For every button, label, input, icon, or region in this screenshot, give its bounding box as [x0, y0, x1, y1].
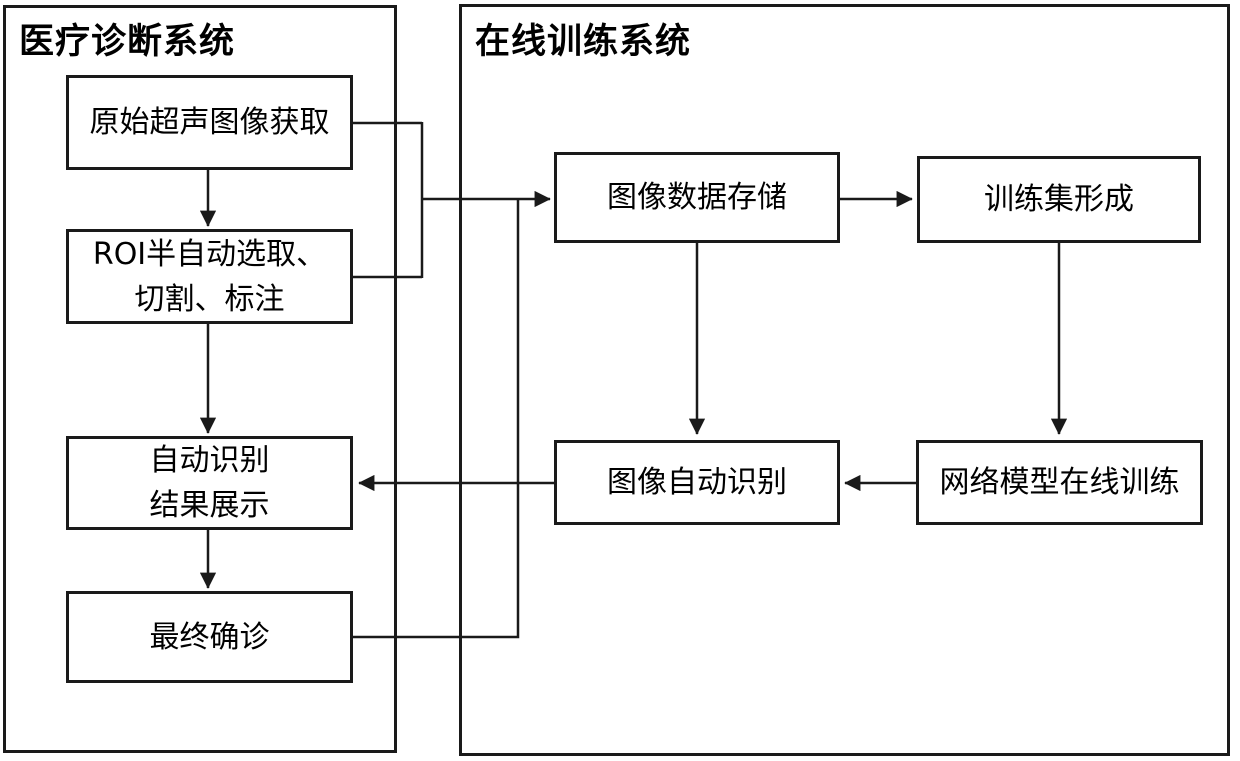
node-image-auto-recognition: 图像自动识别: [554, 440, 840, 525]
node-label-image-auto-recognition: 图像自动识别: [607, 465, 787, 500]
node-label-image-data-storage: 图像数据存储: [607, 180, 787, 215]
node-label-auto-recognition-result-display: 自动识别 结果展示: [149, 443, 270, 523]
node-label-final-diagnosis: 最终确诊: [149, 619, 270, 655]
node-ultrasound-image-acquisition: 原始超声图像获取: [66, 75, 353, 170]
node-label-network-model-online-training: 网络模型在线训练: [939, 465, 1180, 500]
node-label-training-set-formation: 训练集形成: [984, 182, 1134, 217]
node-roi-semi-auto-selection: ROI半自动选取、 切割、标注: [66, 229, 353, 324]
node-auto-recognition-result-display: 自动识别 结果展示: [66, 436, 353, 530]
node-image-data-storage: 图像数据存储: [554, 152, 840, 243]
node-final-diagnosis: 最终确诊: [66, 591, 353, 683]
node-network-model-online-training: 网络模型在线训练: [916, 440, 1203, 525]
panel-medical-diagnosis-system: [3, 5, 397, 753]
node-label-ultrasound-image-acquisition: 原始超声图像获取: [89, 105, 330, 140]
panel-title-medical-diagnosis-system: 医疗诊断系统: [19, 22, 236, 62]
panel-online-training-system: [459, 4, 1230, 756]
panel-title-online-training-system: 在线训练系统: [475, 22, 692, 62]
node-training-set-formation: 训练集形成: [917, 156, 1201, 243]
node-label-roi-semi-auto-selection: ROI半自动选取、 切割、标注: [92, 236, 327, 317]
